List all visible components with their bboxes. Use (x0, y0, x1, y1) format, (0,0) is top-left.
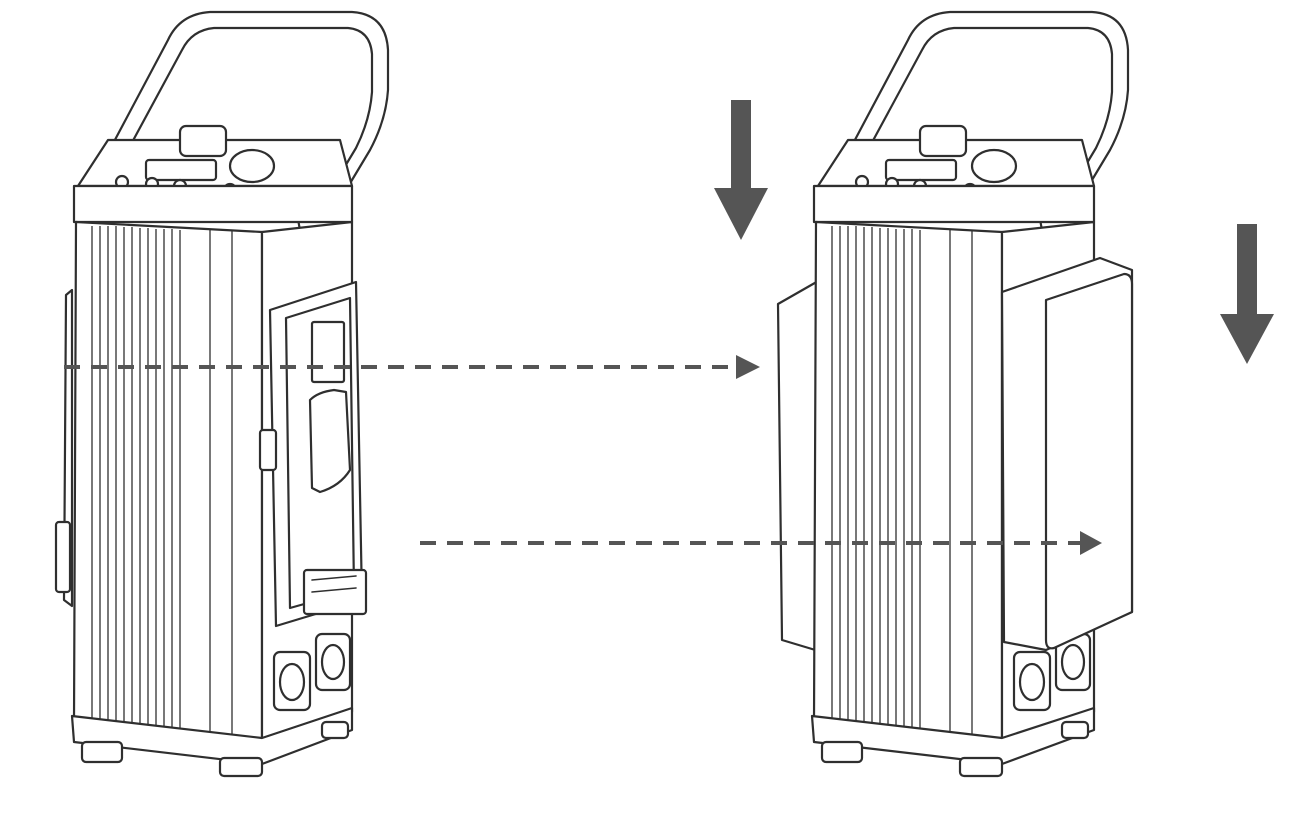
cooling-fins (831, 226, 973, 735)
v-mount-window (310, 320, 346, 384)
down-arrow-icon (714, 100, 768, 240)
connector-socket (278, 662, 306, 702)
foot (80, 740, 124, 764)
display-screen (884, 158, 958, 182)
v-mount-lock-slot (308, 388, 352, 494)
left-side-latch (54, 520, 72, 594)
foot (1060, 720, 1090, 740)
release-button (258, 428, 278, 472)
top-knob-base (918, 124, 968, 158)
connector-socket (1060, 643, 1086, 681)
right-power-unit (776, 10, 1134, 778)
battery-contact-terminal (302, 568, 368, 616)
connector-socket (1018, 662, 1046, 702)
connector-socket (320, 643, 346, 681)
display-screen (144, 158, 218, 182)
front-body (72, 220, 264, 742)
top-knob-base (178, 124, 228, 158)
top-band (812, 184, 1096, 224)
down-arrow-icon (1220, 224, 1274, 364)
foot (820, 740, 864, 764)
control-dial (228, 148, 276, 184)
left-power-unit (54, 10, 390, 778)
foot (218, 756, 264, 778)
dashed-arrow-icon (64, 355, 760, 379)
front-body (812, 220, 1004, 742)
base-plate (810, 706, 1096, 766)
battery-front-face (1044, 272, 1134, 650)
foot (958, 756, 1004, 778)
foot (320, 720, 350, 740)
control-dial (970, 148, 1018, 184)
top-band (72, 184, 354, 224)
base-plate (70, 706, 354, 766)
dashed-arrow-icon (420, 531, 1102, 555)
cooling-fins (91, 226, 233, 735)
